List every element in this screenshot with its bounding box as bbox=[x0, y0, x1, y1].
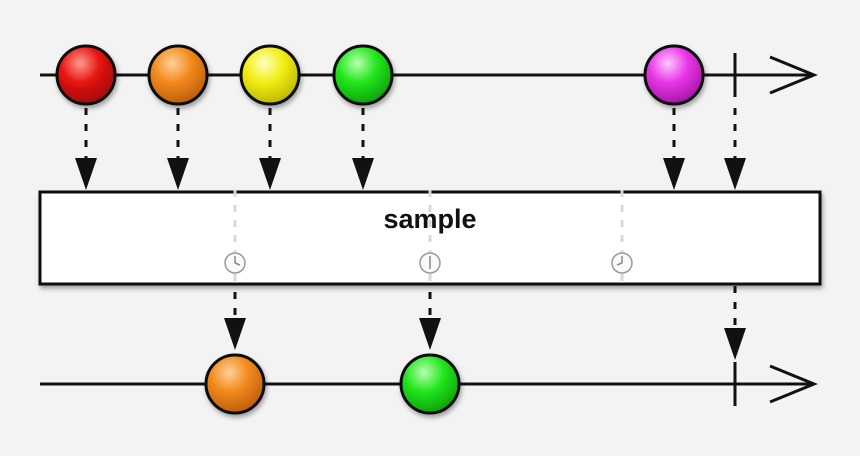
output-marbles bbox=[204, 353, 461, 415]
input-to-operator-arrows bbox=[84, 108, 737, 162]
input-marble-yellow bbox=[239, 44, 301, 106]
input-axis-arrowhead bbox=[769, 55, 818, 95]
arrowhead-complete bbox=[724, 158, 746, 190]
output-axis-arrowhead bbox=[769, 364, 818, 404]
input-marbles bbox=[55, 44, 705, 106]
out-arrowhead-green bbox=[419, 318, 441, 350]
input-arrowheads bbox=[75, 158, 746, 190]
clock-icon bbox=[419, 252, 441, 274]
out-arrowhead-orange bbox=[224, 318, 246, 350]
sampler-clock-icons bbox=[224, 252, 633, 274]
arrowhead-magenta bbox=[663, 158, 685, 190]
clock-icon bbox=[611, 252, 633, 274]
clock-icon bbox=[224, 252, 246, 274]
sampler-tick-lines bbox=[233, 190, 624, 286]
out-arrowhead-complete bbox=[724, 328, 746, 360]
operator-to-output-arrows bbox=[233, 286, 737, 328]
input-marble-red bbox=[55, 44, 117, 106]
input-marble-green bbox=[332, 44, 394, 106]
arrowhead-yellow bbox=[259, 158, 281, 190]
arrowhead-orange bbox=[167, 158, 189, 190]
input-marble-orange bbox=[147, 44, 209, 106]
arrowhead-green bbox=[352, 158, 374, 190]
output-marble-green bbox=[399, 353, 461, 415]
output-marble-orange bbox=[204, 353, 266, 415]
arrowhead-red bbox=[75, 158, 97, 190]
output-arrowheads bbox=[224, 318, 746, 360]
input-marble-magenta bbox=[643, 44, 705, 106]
